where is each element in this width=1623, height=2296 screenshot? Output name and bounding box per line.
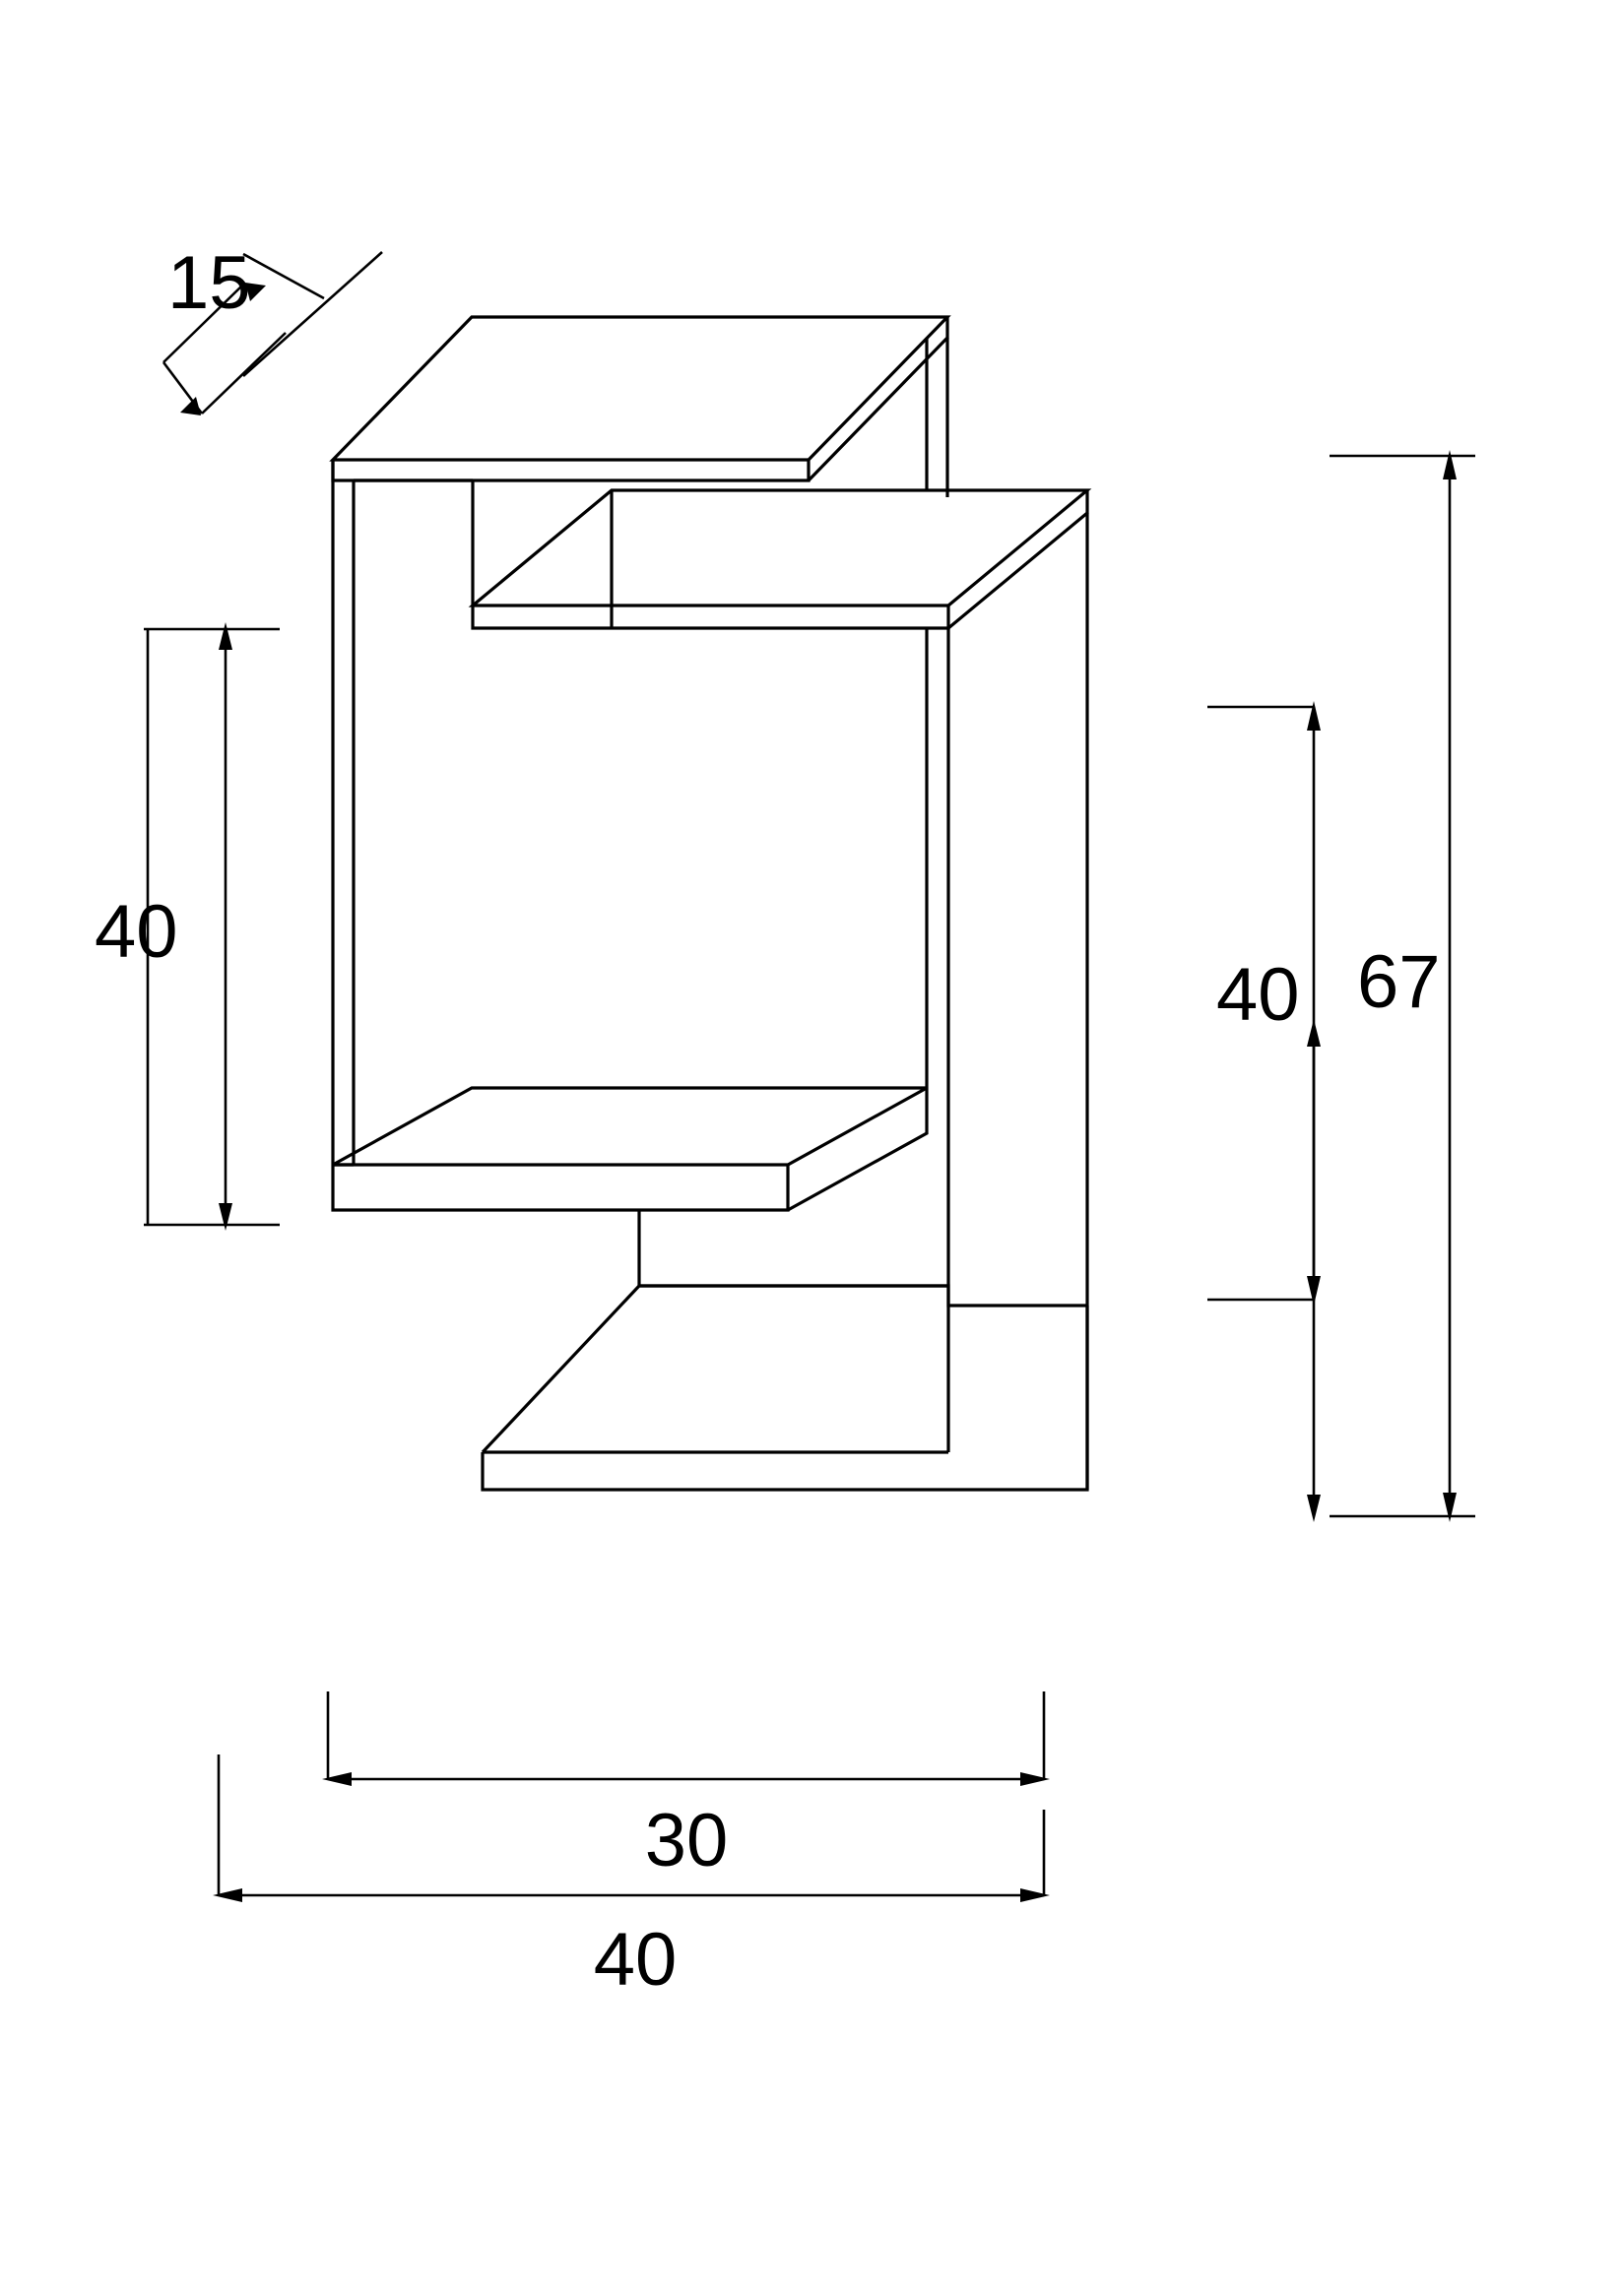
left-height-dimension-label: 40 [95,890,178,974]
dimension-lines-group [144,251,1475,1902]
furniture-outline [329,315,1092,1492]
total-height-dimension-label: 67 [1357,940,1441,1024]
inner-width-dimension-label: 30 [645,1799,729,1882]
total-width-dimension-label: 40 [594,1918,678,2002]
middle-shelf-front-edge [471,606,950,630]
depth-dim-top-bracket [242,252,325,300]
right-lower-height-dimension-label: 40 [1216,953,1300,1037]
lower-shelf-top-face [332,1086,928,1167]
depth-dim-arrowheads [180,283,266,415]
depth-dimension-label: 15 [167,241,251,325]
bottom-shelf-back-profile [481,1284,1087,1454]
right-lower-height-arrowheads-2 [1307,701,1321,1306]
depth-ext-line-lower [162,362,243,376]
depth-dim-extension-lines [162,284,287,415]
inner-width-arrowheads [322,1772,1050,1786]
depth-dim-line [242,251,383,377]
top-shelf-front-edge [331,460,811,482]
lower-shelf-right-edge [787,1088,929,1212]
left-height-arrowheads [219,622,232,1231]
bottom-shelf-front-face [481,1306,1089,1492]
total-height-arrowheads [1443,450,1457,1522]
total-width-arrowheads [213,1888,1050,1902]
lower-shelf-front-edge [331,1165,790,1212]
depth-dim-left-cap [162,361,204,415]
middle-shelf-right-edge [946,490,1089,630]
top-shelf-top-face [329,315,951,462]
